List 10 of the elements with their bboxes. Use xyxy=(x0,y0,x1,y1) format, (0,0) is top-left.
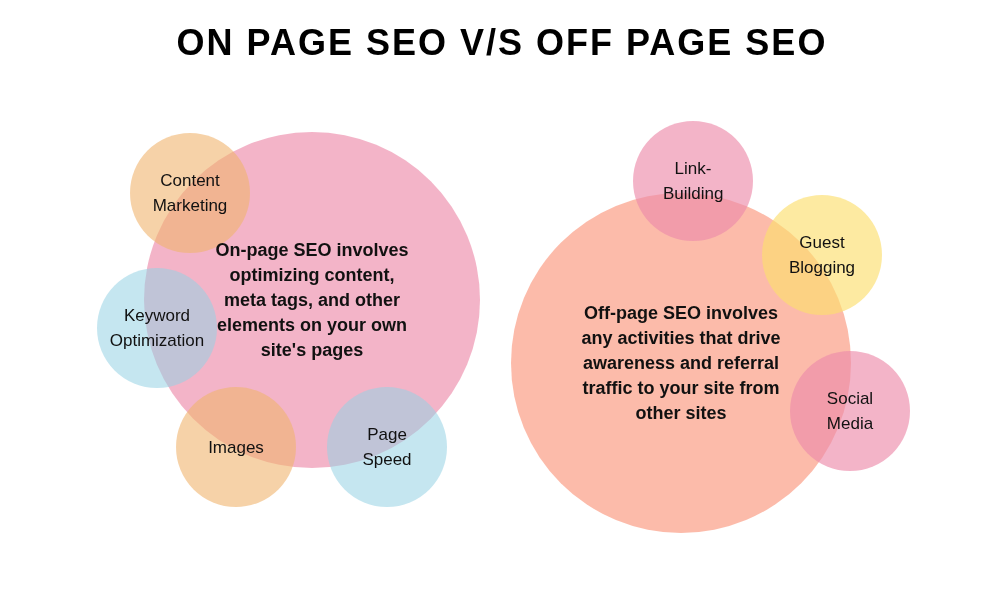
bubble-label: Page Speed xyxy=(361,424,413,471)
bubble-label: Content Marketing xyxy=(151,170,229,217)
bubble-description: Off-page SEO involves any activities that drive awareness and referral traffic to your site from other sites xyxy=(581,301,781,425)
title: ON PAGE SEO V/S OFF PAGE SEO xyxy=(175,22,829,64)
bubble-label: Link-Building xyxy=(663,158,723,205)
bubble-label: Guest Blogging xyxy=(787,232,857,279)
bubble-description: On-page SEO involves optimizing content, meta tags, and other elements on your own site's pages xyxy=(214,238,410,362)
bubble-label: Images xyxy=(207,436,265,459)
bubble-label: Social Media xyxy=(825,388,875,435)
bubble-label: Keyword Optimization xyxy=(108,305,206,352)
